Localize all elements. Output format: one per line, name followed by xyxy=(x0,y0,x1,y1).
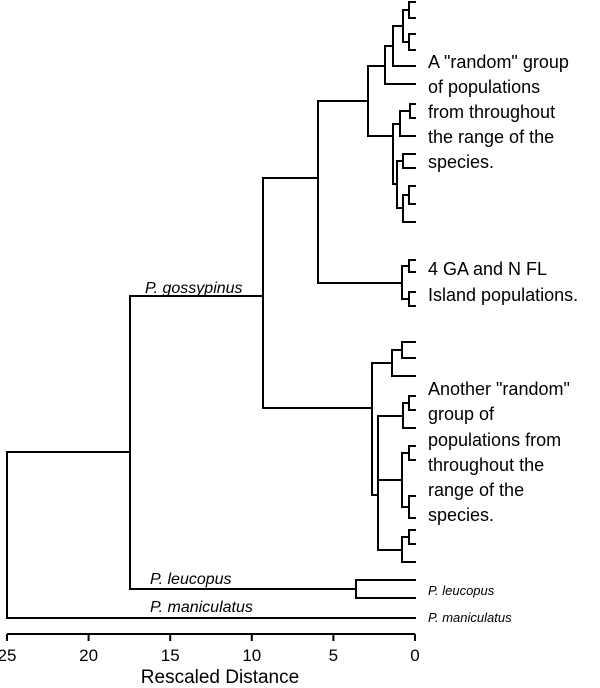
taxon-label-maniculatus: P. maniculatus xyxy=(150,599,253,616)
annotation-line: 4 GA and N FL xyxy=(428,259,547,279)
x-tick-label: 10 xyxy=(242,646,261,665)
annotation-group-2: 4 GA and N FL Island populations. xyxy=(428,259,578,305)
x-tick-label: 25 xyxy=(0,646,16,665)
x-axis-title: Rescaled Distance xyxy=(141,667,299,688)
x-tick-label: 5 xyxy=(329,646,338,665)
annotation-line: range of the xyxy=(428,480,524,500)
x-tick-label: 0 xyxy=(410,646,419,665)
annotation-line: of populations xyxy=(428,77,540,97)
annotation-line: throughout the xyxy=(428,455,544,475)
annotation-line: A "random" group xyxy=(428,52,569,72)
x-tick-label: 15 xyxy=(161,646,180,665)
annotation-line: group of xyxy=(428,404,495,424)
taxon-label-leucopus: P. leucopus xyxy=(150,571,232,588)
annotation-line: from throughout xyxy=(428,102,555,122)
annotation-line: species. xyxy=(428,152,494,172)
leaf-label-leucopus: P. leucopus xyxy=(428,583,495,598)
annotation-line: Another "random" xyxy=(428,379,570,399)
annotation-group-3: Another "random" group of populations fr… xyxy=(428,379,570,525)
annotation-line: the range of the xyxy=(428,127,554,147)
taxon-label-gossypinus: P. gossypinus xyxy=(145,280,243,297)
leaf-label-maniculatus: P. maniculatus xyxy=(428,610,512,625)
annotation-line: populations from xyxy=(428,430,561,450)
dendrogram-branches xyxy=(6,1,416,619)
x-axis: 25 20 15 10 5 0 Rescaled Distance xyxy=(0,633,420,688)
annotation-line: Island populations. xyxy=(428,285,578,305)
annotation-group-1: A "random" group of populations from thr… xyxy=(428,52,569,172)
annotation-line: species. xyxy=(428,505,494,525)
x-tick-label: 20 xyxy=(79,646,98,665)
